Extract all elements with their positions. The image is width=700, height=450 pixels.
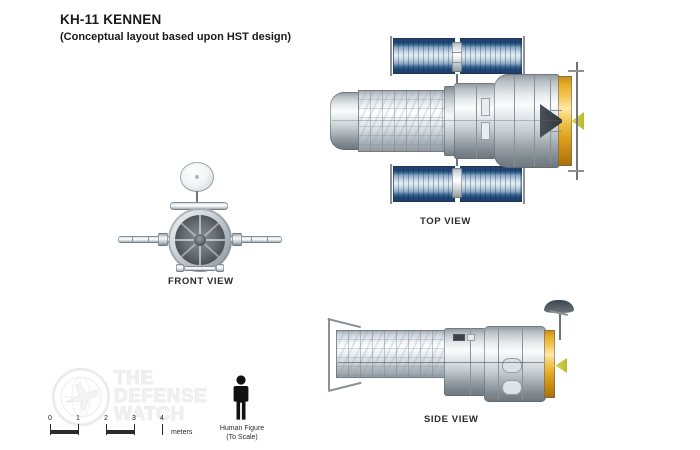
solar-panel-top-left [393, 38, 455, 74]
scale-tick-label: 3 [132, 415, 136, 422]
aft-mast [576, 62, 578, 180]
sunshade-lip [170, 202, 228, 210]
boom-fitting [267, 236, 268, 243]
panel-endcap [523, 36, 525, 76]
aft-rib [514, 76, 515, 166]
mast-crossbar [568, 70, 584, 72]
scale-tick [106, 424, 107, 435]
boom-fitting [148, 236, 149, 243]
section-seam [476, 83, 477, 159]
dish-feed [195, 175, 199, 179]
human-figure-caption-line1: Human Figure [219, 425, 265, 432]
scale-tick-label: 1 [76, 415, 80, 422]
watermark: THE DEFENSE WATCH [52, 366, 252, 428]
equipment-hatch [481, 98, 490, 116]
support-foot [176, 264, 184, 272]
aft-rib-side [498, 328, 499, 400]
side-view-drawing [322, 300, 590, 405]
scale-segment [78, 430, 106, 434]
light-shield-barrel-side [336, 330, 446, 378]
solar-panel-bottom-right [460, 166, 522, 202]
aperture-door-edge [328, 381, 362, 392]
human-figure-icon [228, 374, 254, 422]
aperture-door-edge [327, 318, 361, 328]
human-figure-caption: Human Figure (To Scale) [206, 424, 278, 443]
front-view-drawing [118, 162, 283, 272]
scale-tick-label: 4 [160, 415, 164, 422]
panel-endcap [390, 164, 392, 204]
solar-array-drive-top [452, 42, 462, 72]
scale-tick [134, 424, 135, 435]
boom-joint [452, 52, 462, 53]
equipment-pod [502, 358, 522, 373]
scale-tick [50, 424, 51, 435]
equipment-section [454, 83, 496, 159]
support-foot [216, 264, 224, 272]
equipment-pod [502, 380, 522, 395]
instrument-hatch [453, 334, 465, 341]
panel-endcap [390, 36, 392, 76]
defense-watch-logo-icon [52, 368, 110, 426]
title-block: KH-11 KENNEN (Conceptual layout based up… [60, 12, 291, 44]
secondary-mirror [194, 234, 206, 246]
thermal-blanket [558, 76, 572, 166]
scale-unit-label: meters [171, 429, 193, 436]
scale-tick [78, 424, 79, 435]
base-plate [184, 266, 216, 271]
solar-array-boom-left [118, 236, 170, 243]
equipment-hatch [481, 122, 490, 140]
antenna-feed-horn-side [554, 358, 567, 373]
scale-tick-label: 0 [48, 415, 52, 422]
top-view-drawing [318, 30, 588, 210]
dish-antenna-side [544, 300, 574, 313]
boom-drive-right [232, 233, 242, 246]
aft-rib [534, 76, 535, 166]
watermark-text: THE DEFENSE WATCH [113, 368, 208, 426]
instrument-hatch [467, 334, 475, 341]
scale-bar: 0 1 2 3 4 meters [48, 415, 192, 436]
page-title: KH-11 KENNEN [60, 12, 162, 27]
aperture-door [330, 92, 360, 150]
solar-array-drive-bottom [452, 168, 462, 198]
human-figure-caption-line2: (To Scale) [226, 434, 258, 442]
panel-endcap [523, 164, 525, 204]
scale-tick [162, 424, 163, 435]
forward-ring [444, 86, 456, 156]
mast-crossbar [568, 170, 584, 172]
view-label-side: SIDE VIEW [424, 414, 479, 425]
view-label-front: FRONT VIEW [168, 276, 234, 287]
antenna-strut [550, 110, 562, 111]
boom-drive-left [158, 233, 168, 246]
solar-array-boom-right [230, 236, 282, 243]
scale-segment [50, 430, 78, 434]
solar-panel-bottom-left [393, 166, 455, 202]
page-subtitle: (Conceptual layout based upon HST design… [60, 30, 292, 43]
antenna-strut [550, 131, 562, 132]
scale-tick-label: 2 [104, 415, 108, 422]
light-shield-barrel [358, 90, 446, 152]
boom-fitting [132, 236, 133, 243]
boom-joint [452, 62, 462, 63]
centerline-side [338, 362, 544, 363]
view-label-top: TOP VIEW [420, 216, 471, 227]
solar-panel-top-right [460, 38, 522, 74]
scale-segment [106, 430, 134, 434]
dish-mast [196, 191, 198, 205]
aperture-door-side [328, 318, 330, 390]
centerline [332, 120, 562, 121]
aft-rib-side [522, 328, 523, 400]
scale-segment [134, 430, 162, 434]
thermal-blanket-side [544, 330, 555, 398]
antenna-mast-side [559, 306, 561, 340]
boom-fitting [251, 236, 252, 243]
